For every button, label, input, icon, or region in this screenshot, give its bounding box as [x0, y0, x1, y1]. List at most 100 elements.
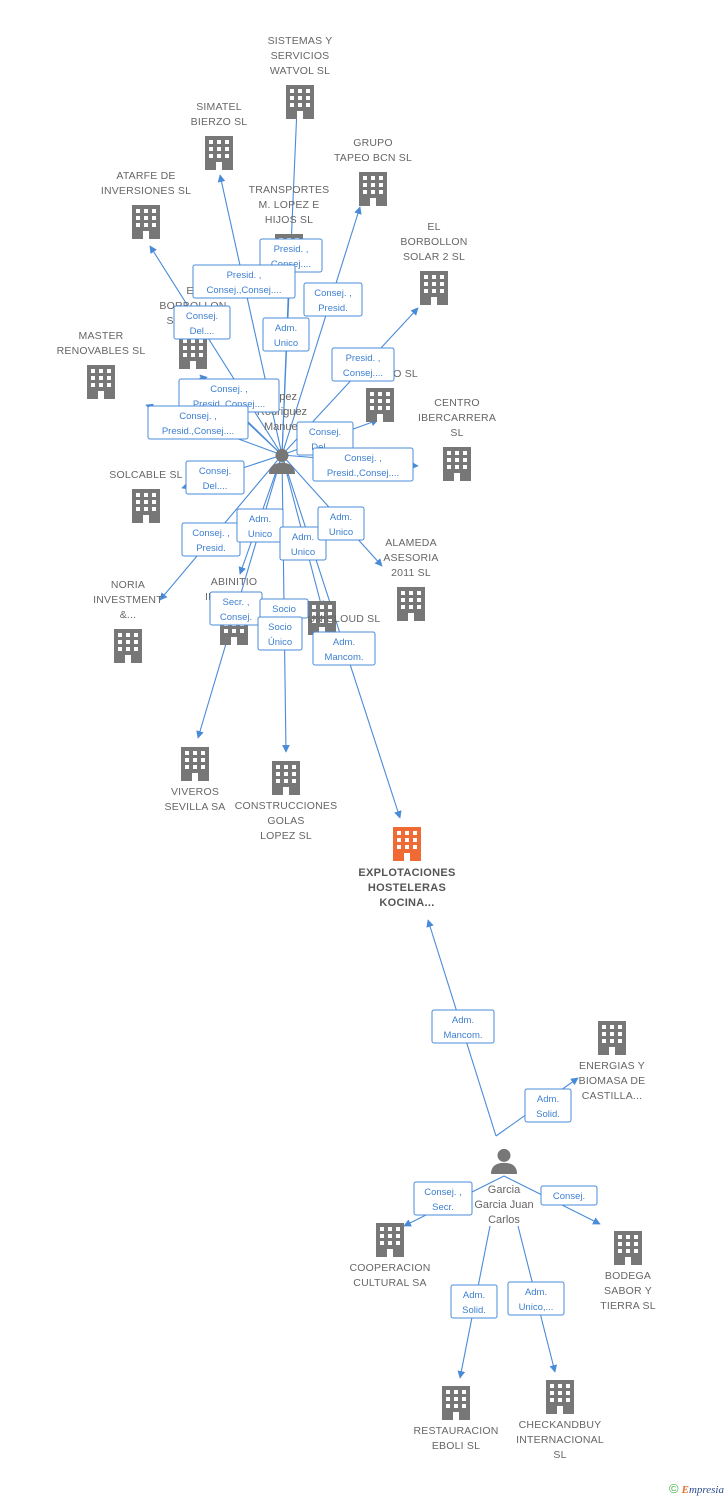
building-icon [132, 489, 160, 523]
role-label-text: Único [268, 637, 292, 648]
building-icon [114, 629, 142, 663]
role-label-borbollon2[interactable]: Presid. ,Consej.... [331, 347, 395, 382]
building-icon [272, 761, 300, 795]
role-label-text: Presid.,Consej.... [327, 468, 399, 479]
role-label-text: Unico [248, 529, 272, 540]
role-label-centro[interactable]: Consej. ,Presid.,Consej.... [312, 447, 414, 482]
role-label-box [431, 1009, 495, 1044]
company-node-unicloud[interactable]: UNICLOUD SL [308, 601, 381, 635]
role-label-text: Consej. [186, 311, 218, 322]
role-label-atarfe[interactable]: Consej. ,Presid.,Consej.... [147, 405, 249, 440]
role-label-solcable[interactable]: Consej.Del.... [185, 460, 245, 495]
company-name: CONSTRUCCIONES [235, 800, 338, 812]
company-name: COOPERACION [350, 1262, 431, 1274]
role-label-text: Mancom. [324, 652, 363, 663]
role-label-energias[interactable]: Adm.Solid. [524, 1088, 572, 1123]
role-label-master[interactable]: Consej. ,Presid.,Consej.... [178, 378, 280, 413]
copyright-credit[interactable]: © Empresia [669, 1481, 724, 1496]
role-label-bodega[interactable]: Consej. [540, 1185, 598, 1206]
role-label-box [147, 405, 249, 440]
company-name: EL [427, 221, 440, 233]
company-name: ABINITIO [211, 576, 258, 588]
company-name: IBERCARRERA [418, 412, 496, 424]
company-name: SEVILLA SA [165, 801, 226, 813]
role-label-box [450, 1284, 498, 1319]
role-label-text: Socio [272, 604, 296, 615]
role-label-restauracion[interactable]: Adm.Solid. [450, 1284, 498, 1319]
role-label-construcciones[interactable]: Adm.Unico [279, 526, 327, 561]
company-node-solcable[interactable]: SOLCABLE SL [109, 469, 183, 523]
role-label-text: Consej. [309, 427, 341, 438]
role-label-grupo[interactable]: Consej. ,Presid. [303, 282, 363, 317]
role-label-text: Consej. , [192, 528, 230, 539]
role-label-box [262, 317, 310, 352]
role-label-text: Secr. , [223, 597, 250, 608]
company-name: TIERRA SL [600, 1300, 655, 1312]
role-label-unicloud[interactable]: Socio [259, 598, 309, 619]
role-label-box [331, 347, 395, 382]
role-label-box [317, 506, 365, 541]
company-name: SABOR Y [604, 1285, 652, 1297]
role-label-alameda[interactable]: Adm.Unico [317, 506, 365, 541]
company-name: SL [450, 427, 463, 439]
role-label-transportes[interactable]: Adm.Unico [262, 317, 310, 352]
company-name: &... [120, 609, 137, 621]
role-label-text: Adm. [452, 1015, 474, 1026]
role-label-cooperacion[interactable]: Consej. ,Secr. [413, 1181, 473, 1216]
role-label-text: Mancom. [443, 1030, 482, 1041]
role-label-box [312, 447, 414, 482]
edge-labels: Presid. ,Consej.... Presid. ,Consej.,Cons… [147, 238, 598, 1319]
company-name: SERVICIOS [271, 50, 330, 62]
company-name: TRANSPORTES [249, 184, 330, 196]
role-label-center_garcia[interactable]: Adm. Mancom. [431, 1009, 495, 1044]
role-label-borbollon[interactable]: Consej.Del.... [173, 305, 231, 340]
building-icon [443, 447, 471, 481]
focus-company-node[interactable]: EXPLOTACIONESHOSTELERASKOCINA... [358, 827, 455, 909]
role-label-viveros[interactable]: Secr. ,Consej. [209, 591, 263, 626]
role-label-text: Adm. [292, 532, 314, 543]
company-name: HIJOS SL [265, 214, 313, 226]
focus-company-name: EXPLOTACIONES [358, 867, 455, 879]
building-icon [87, 365, 115, 399]
company-name: ASESORIA [383, 552, 438, 564]
person-name: Garcia Juan [474, 1199, 533, 1211]
company-name: 2011 SL [391, 567, 431, 579]
company-node-noria[interactable]: NORIAINVESTMENT&... [93, 579, 163, 663]
role-label-text: Solid. [536, 1109, 560, 1120]
role-label-abinitio[interactable]: Adm.Unico [236, 508, 284, 543]
company-name: SIMATEL [196, 101, 242, 113]
company-name: TAPEO BCN SL [334, 152, 412, 164]
role-label-text: Presid.,Consej.... [162, 426, 234, 437]
role-label-text: Consej. [199, 466, 231, 477]
role-label-box [173, 305, 231, 340]
role-label-center_lopez[interactable]: Adm.Mancom. [312, 631, 376, 666]
role-label-simatel[interactable]: Presid. ,Consej.,Consej.... [192, 264, 296, 299]
building-icon [286, 85, 314, 119]
person-name: Garcia [488, 1184, 521, 1196]
role-label-text: Secr. [432, 1202, 454, 1213]
company-name: INTERNACIONAL [516, 1434, 604, 1446]
company-name: ENERGIAS Y [579, 1060, 645, 1072]
role-label-noria[interactable]: Consej. ,Presid. [181, 522, 241, 557]
role-label-checkandbuy[interactable]: Adm.Unico,... [507, 1281, 565, 1316]
relation-edge [281, 206, 362, 456]
role-label-box [303, 282, 363, 317]
